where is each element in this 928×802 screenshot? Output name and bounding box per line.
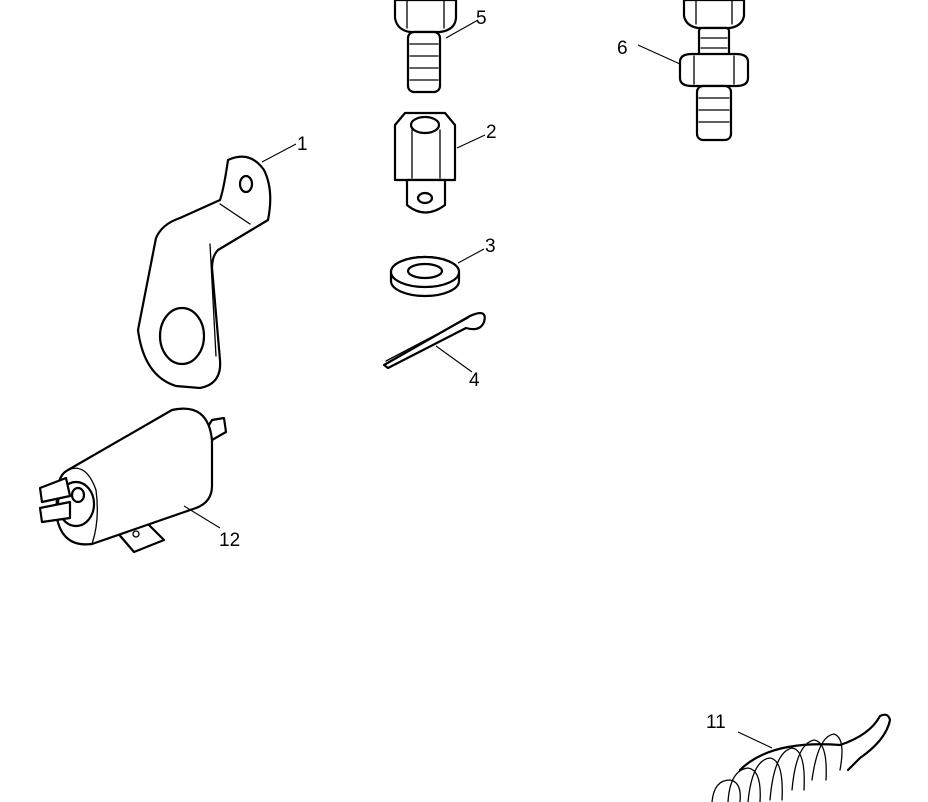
part-2-hex-nut — [393, 111, 486, 214]
callout-12: 12 — [219, 530, 240, 551]
part-4-cotter-pin — [382, 311, 486, 373]
part-1-mounting-bracket — [136, 143, 297, 390]
part-5-hose-fitting — [393, 0, 479, 94]
callout-5: 5 — [476, 8, 487, 29]
callout-3: 3 — [485, 236, 496, 257]
part-11-coil-spring — [711, 713, 892, 802]
callout-11: 11 — [706, 712, 726, 733]
callout-6: 6 — [617, 38, 628, 59]
part-6-fitting-with-nut — [637, 0, 750, 142]
part-12-capacitor — [38, 407, 228, 554]
callout-1: 1 — [297, 134, 308, 155]
part-3-washer — [389, 248, 485, 298]
callout-4: 4 — [469, 370, 480, 391]
callout-2: 2 — [486, 122, 497, 143]
